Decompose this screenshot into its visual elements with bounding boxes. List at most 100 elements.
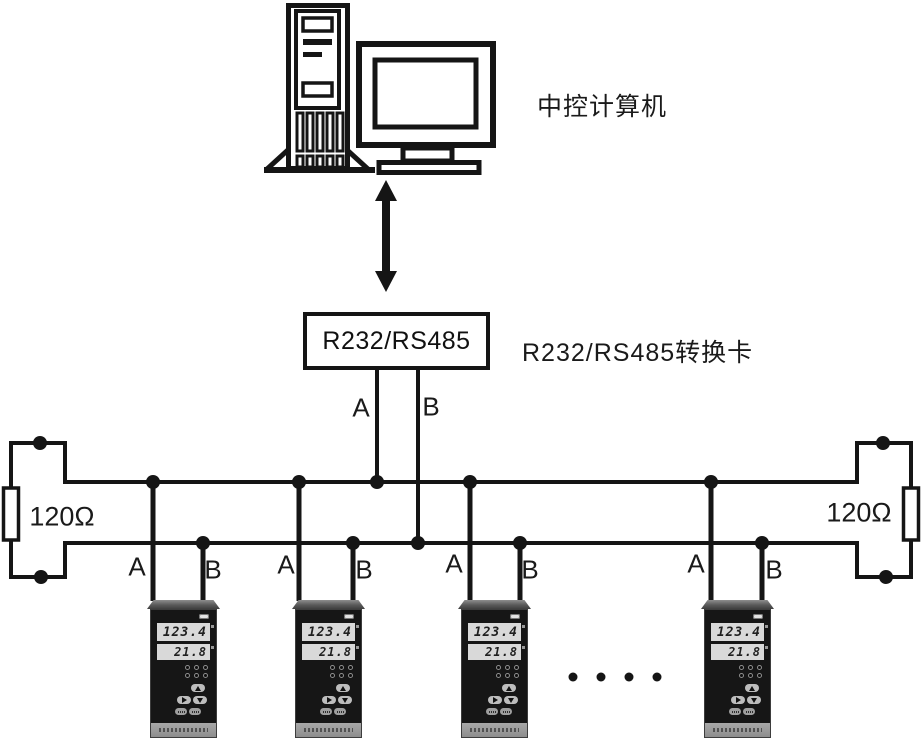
ellipsis-dot [596,672,606,682]
monitor-screen [372,57,479,130]
led-indicator [185,673,190,678]
device1-wire-a-label: A [128,551,146,582]
manufacturer-strip [151,723,216,737]
junction-dot [755,536,769,550]
down-arrow-icon [751,697,757,703]
device1-wire-b-label: B [204,554,222,585]
controller-device-1: 123.4 21.8 [147,600,220,738]
device4-wire-b-label: B [765,554,783,585]
down-arrow-icon [197,697,203,703]
led-indicators [185,665,216,678]
led-indicator [496,673,501,678]
shift-button [731,696,745,704]
sv-display-value: 21.8 [728,645,761,659]
function-button-left [320,708,332,715]
controller-device-4: 123.4 21.8 [701,600,774,738]
junction-dot [513,536,527,550]
junction-dot [876,436,890,450]
led-indicator [339,665,344,670]
junction-dot [411,536,425,550]
terminator-label-left: 120Ω [29,501,95,532]
brand-logo-mark [344,614,354,619]
up-button [502,684,516,692]
right-arrow-icon [181,697,187,703]
sv-display-value: 21.8 [319,645,352,659]
junction-dot [370,475,384,489]
device4-wire-a-label: A [687,548,705,579]
led-indicator [748,673,753,678]
right-resistor-symbol [901,486,921,542]
manufacturer-strip [705,723,770,737]
device-front-panel: 123.4 21.8 [295,609,362,738]
pv-display-value: 123.4 [162,624,207,640]
junction-dot [33,436,47,450]
down-button [193,696,207,704]
sv-display: 21.8 [711,644,768,660]
up-button [191,684,205,692]
junction-dot [704,475,718,489]
pv-display: 123.4 [711,623,768,641]
pv-display-value: 123.4 [716,624,761,640]
device-drop-wires [150,482,765,601]
junction-dot [346,536,360,550]
down-button [747,696,761,704]
led-indicator [330,673,335,678]
device-top-cap [701,600,774,609]
led-indicator [739,673,744,678]
down-button [504,696,518,704]
bus-junction-dots [146,475,769,550]
led-indicator [194,673,199,678]
junction-dot [146,475,160,489]
junction-dot [34,570,48,584]
device-front-panel: 123.4 21.8 [150,609,217,738]
up-arrow-icon [506,685,512,691]
converter-wire-a-label: A [352,392,370,423]
manufacturer-strip [296,723,361,737]
shift-button [322,696,336,704]
bidirectional-arrow-icon [375,180,397,292]
device-front-panel: 123.4 21.8 [704,609,771,738]
ellipsis-dots [568,672,662,682]
ellipsis-dot [568,672,578,682]
led-indicator [739,665,744,670]
brand-logo-mark [199,614,209,619]
device2-wire-b-label: B [355,554,373,585]
led-indicator [330,665,335,670]
right-arrow-icon [735,697,741,703]
left-resistor-symbol [1,486,21,542]
controller-device-2: 123.4 21.8 [292,600,365,738]
computer-label: 中控计算机 [537,93,668,121]
function-button-left [175,708,187,715]
sv-display: 21.8 [157,644,214,660]
led-indicator [185,665,190,670]
ellipsis-dot [652,672,662,682]
pv-display: 123.4 [157,623,214,641]
led-indicators [739,665,770,678]
brand-logo-mark [753,614,763,619]
led-indicator [339,673,344,678]
led-indicators [496,665,527,678]
tower-vent-slats [295,111,345,169]
shift-button [488,696,502,704]
converter-caption: R232/RS485转换卡 [522,339,754,367]
led-indicator [348,665,353,670]
up-arrow-icon [195,685,201,691]
controller-device-3: 123.4 21.8 [458,600,531,738]
converter-wire-b-label: B [422,391,440,422]
pv-display: 123.4 [468,623,525,641]
device3-wire-b-label: B [521,554,539,585]
function-button-left [729,708,741,715]
device3-wire-a-label: A [445,548,463,579]
sv-display-value: 21.8 [174,645,207,659]
up-arrow-icon [340,685,346,691]
led-indicator [505,673,510,678]
device-top-cap [458,600,531,609]
device-top-cap [292,600,365,609]
led-indicator [203,673,208,678]
led-indicator [505,665,510,670]
up-button [745,684,759,692]
pv-display-value: 123.4 [307,624,352,640]
pv-display-value: 123.4 [473,624,518,640]
function-button-right [334,708,346,715]
